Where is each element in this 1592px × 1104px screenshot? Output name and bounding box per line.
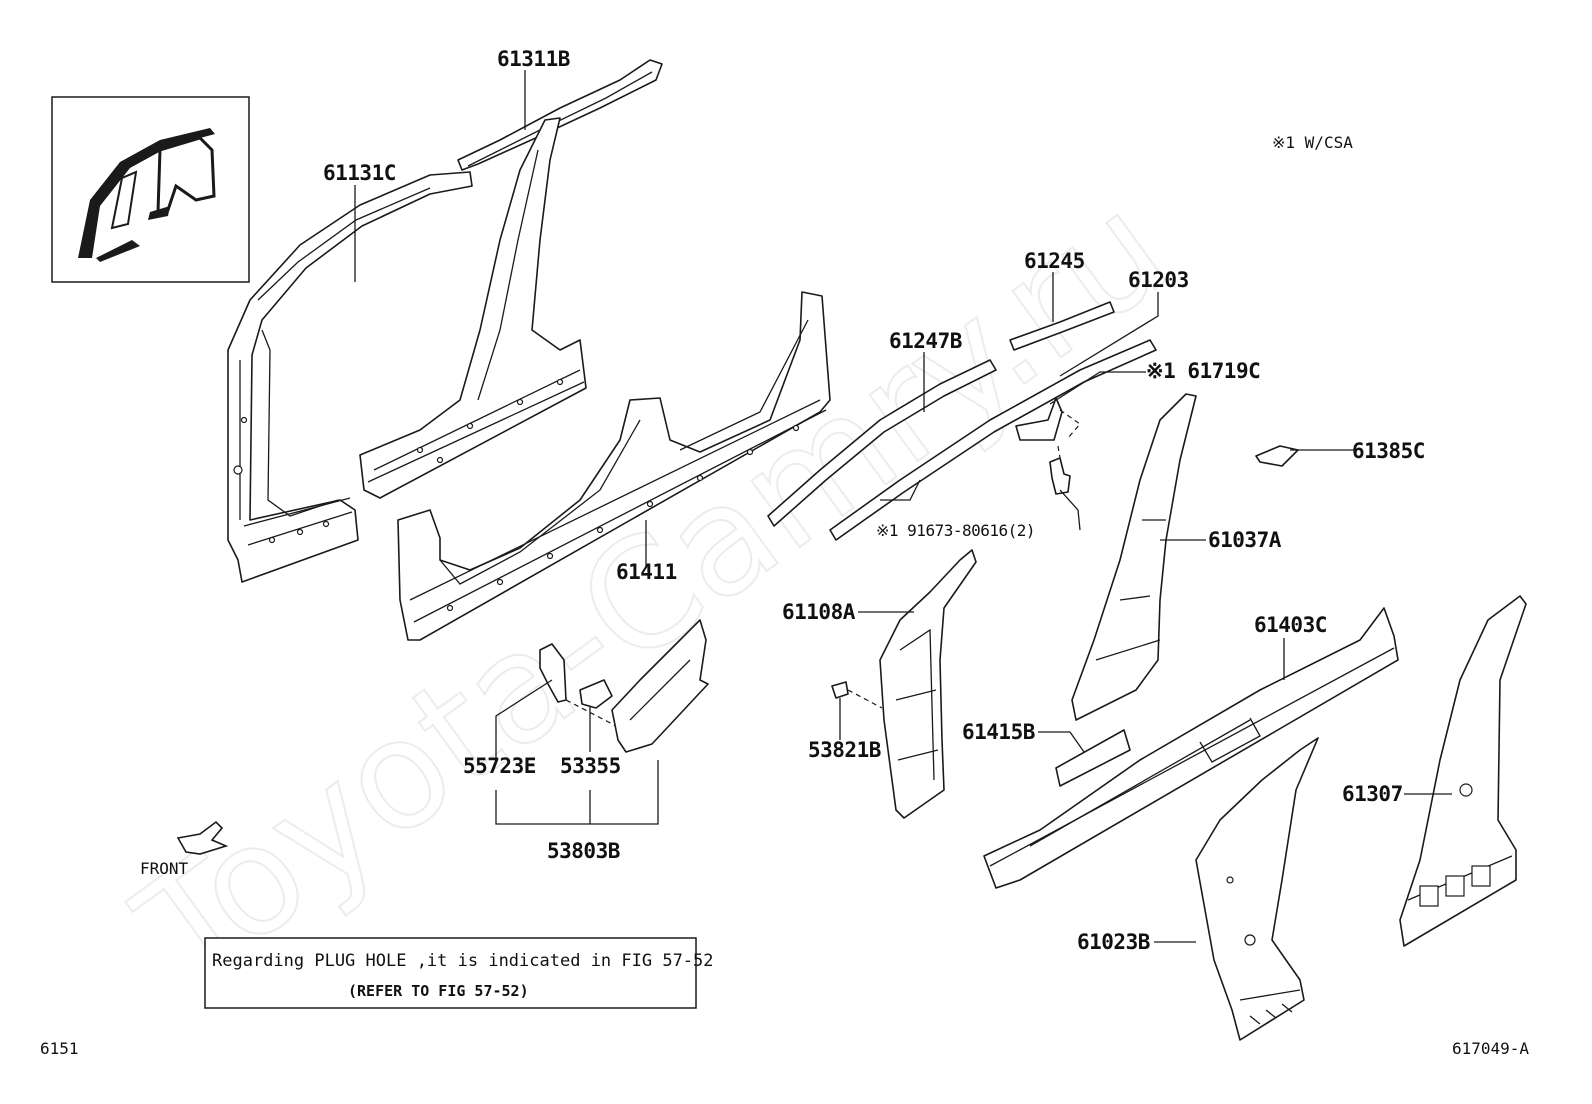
label-61245[interactable]: 61245: [1024, 249, 1085, 273]
part-53355-drawing: [565, 679, 621, 729]
front-label: FRONT: [140, 859, 189, 878]
part-53803b-bracket-drawing: [611, 619, 709, 753]
front-arrow-icon: [176, 820, 229, 855]
part-61719c-drawing: [1015, 397, 1081, 441]
label-91673-80616[interactable]: ※1 91673-80616(2): [876, 521, 1036, 540]
label-61023b[interactable]: 61023B: [1077, 930, 1150, 954]
part-61037a-drawing: [1071, 393, 1197, 721]
label-61385c[interactable]: 61385C: [1352, 439, 1425, 463]
leader-lines: [354, 70, 1452, 943]
label-53821b[interactable]: 53821B: [808, 738, 881, 762]
overview-thumbnail: [51, 96, 250, 283]
part-61108a-drawing: [879, 549, 977, 819]
label-55723e[interactable]: 55723E: [463, 754, 536, 778]
legend-note: ※1 W/CSA: [1272, 133, 1353, 152]
plug-hole-note: Regarding PLUG HOLE ,it is indicated in …: [204, 937, 714, 1009]
plug-note-line1: Regarding PLUG HOLE ,it is indicated in …: [212, 951, 714, 971]
part-61023b-drawing: [1195, 737, 1319, 1041]
plug-note-line2: (REFER TO FIG 57-52): [348, 982, 529, 1000]
label-61415b[interactable]: 61415B: [962, 720, 1035, 744]
part-61403c-drawing: [983, 607, 1399, 889]
label-61131c[interactable]: 61131C: [323, 161, 396, 185]
label-61037a[interactable]: 61037A: [1208, 528, 1282, 552]
part-53821b-drawing: [831, 681, 883, 709]
part-61411-drawing: [397, 291, 831, 641]
center-pillar-frame: [359, 117, 587, 499]
part-55723e-drawing: [539, 643, 567, 703]
label-61108a[interactable]: 61108A: [782, 600, 856, 624]
part-61131c-drawing: [227, 171, 473, 583]
part-61385c-drawing: [1255, 445, 1299, 467]
part-61311b-drawing: [457, 59, 663, 171]
label-61247b[interactable]: 61247B: [889, 329, 962, 353]
part-61415b-drawing: [1055, 729, 1131, 787]
footer-left-code: 6151: [40, 1039, 79, 1058]
part-61245-drawing: [1009, 301, 1115, 351]
part-61247b-drawing: [767, 359, 997, 527]
part-61307-drawing: [1399, 595, 1527, 947]
footer-right-code: 617049-A: [1452, 1039, 1529, 1058]
label-53355[interactable]: 53355: [560, 754, 621, 778]
label-61403c[interactable]: 61403C: [1254, 613, 1327, 637]
part-61203-drawing: [829, 339, 1157, 541]
label-61311b[interactable]: 61311B: [497, 47, 570, 71]
label-61719c[interactable]: ※1 61719C: [1146, 359, 1261, 383]
label-61307[interactable]: 61307: [1342, 782, 1403, 806]
bolt-91673-drawing: [1049, 445, 1071, 495]
label-61411[interactable]: 61411: [616, 560, 677, 584]
label-61203[interactable]: 61203: [1128, 268, 1189, 292]
label-53803b[interactable]: 53803B: [547, 839, 620, 863]
